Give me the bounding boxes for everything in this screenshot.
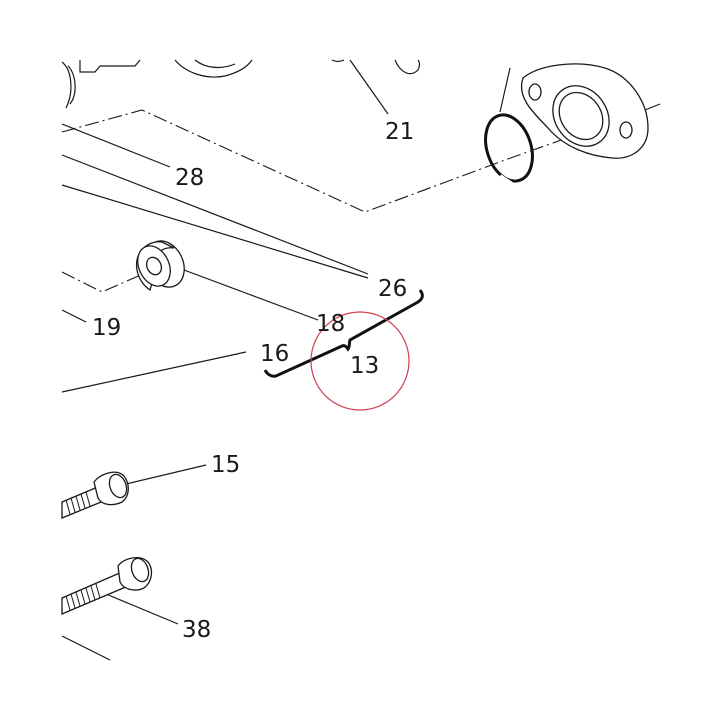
label-13: 13 bbox=[350, 353, 379, 379]
label-26: 26 bbox=[378, 276, 407, 302]
retaining-ring bbox=[484, 113, 534, 186]
label-19: 19 bbox=[92, 315, 121, 341]
leader-lines bbox=[61, 59, 511, 661]
label-16: 16 bbox=[260, 341, 289, 367]
label-21: 21 bbox=[385, 119, 414, 145]
callout-labels: 21 28 26 19 18 16 13 15 38 bbox=[92, 119, 414, 643]
label-18: 18 bbox=[316, 311, 345, 337]
bushing-part bbox=[135, 240, 185, 292]
bolt-38 bbox=[61, 556, 153, 615]
bolt-15 bbox=[61, 471, 129, 519]
label-15: 15 bbox=[211, 452, 240, 478]
bracket-13 bbox=[263, 289, 424, 378]
highlight-circle bbox=[310, 311, 410, 411]
label-38: 38 bbox=[182, 617, 211, 643]
housing-top-partial bbox=[61, 59, 421, 109]
label-28: 28 bbox=[175, 165, 204, 191]
flange-part bbox=[520, 63, 649, 159]
